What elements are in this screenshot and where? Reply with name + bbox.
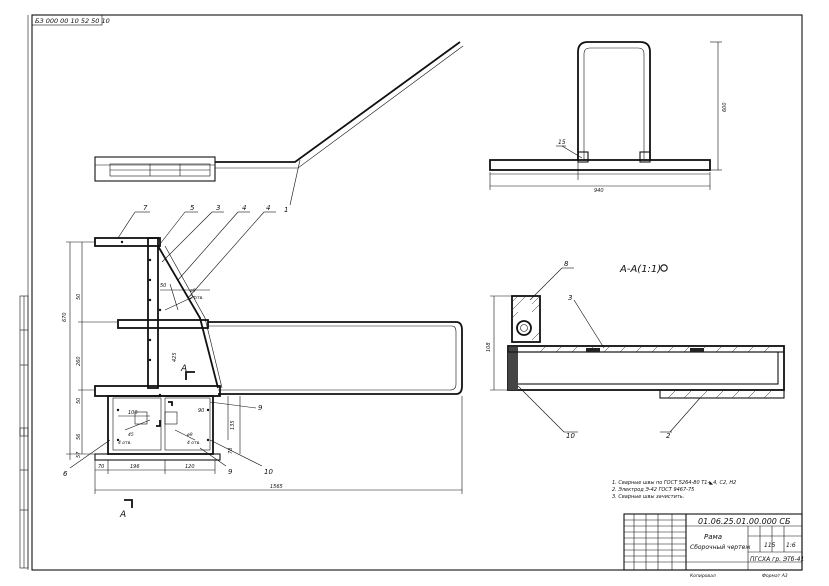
- dim-inner-dia9-a: ø9: [189, 288, 196, 294]
- side-view: 15 600 940: [489, 41, 728, 194]
- dim-inner-4-holes-a: 4 отв.: [118, 440, 132, 446]
- dim-left-4: 50: [76, 398, 82, 404]
- doc-number: БЗ 000 00 10 52 50 10: [35, 17, 110, 25]
- scale: 1:6: [786, 542, 796, 549]
- callout-4a: 4: [242, 204, 246, 212]
- note-1: 1. Сварные швы по ГОСТ 5264-80 Т1-◣4, С2…: [612, 480, 736, 486]
- dim-inner-135: 135: [230, 420, 236, 430]
- note-2: 2. Электрод Э-42 ГОСТ 9467-75: [612, 487, 694, 493]
- callout-8: 8: [564, 260, 569, 268]
- section-mark-top: A: [180, 364, 187, 374]
- dim-inner-dia9-b: ø9: [186, 432, 193, 438]
- dim-left-5: 56: [76, 434, 82, 440]
- callout-9a: 9: [258, 404, 263, 412]
- format-label: Формат А3: [762, 573, 788, 579]
- title-block: 01.06.25.01.00.000 СБ Рама Сборочный чер…: [623, 513, 804, 579]
- dim-inner-100: 100: [128, 410, 138, 416]
- dim-inner-425: 425: [172, 352, 178, 362]
- dim-left-3: 260: [76, 356, 82, 366]
- dim-inner-50: 50: [160, 283, 166, 289]
- callout-3: 3: [216, 204, 220, 212]
- dim-bottom-4: 1565: [270, 484, 283, 490]
- main-view-labels: 7 5 3 4 4 50 670 260 50 56 57 70 196 120…: [62, 204, 283, 520]
- dim-inner-90: 90: [198, 408, 204, 414]
- dim-left-2: 670: [62, 312, 68, 322]
- callout-4b: 4: [266, 204, 270, 212]
- designation: 01.06.25.01.00.000 СБ: [698, 517, 791, 526]
- dim-bottom-1: 70: [98, 464, 104, 470]
- dim-inner-45: 45: [128, 432, 134, 438]
- dim-600: 600: [722, 102, 728, 112]
- dim-inner-2-holes: 2 отв.: [190, 295, 204, 301]
- part-name: Рама: [704, 533, 722, 541]
- callout-15: 15: [558, 139, 566, 146]
- callout-10: 10: [264, 468, 273, 476]
- side-stamp: [19, 295, 29, 569]
- drawing-type: Сборочный чертеж: [690, 544, 751, 551]
- dim-108: 108: [486, 342, 492, 352]
- callout-1: 1: [284, 206, 288, 214]
- section-title: А-А(1:1): [619, 264, 661, 275]
- section-view: А-А(1:1): [486, 260, 785, 440]
- technical-notes: 1. Сварные швы по ГОСТ 5264-80 Т1-◣4, С2…: [612, 480, 736, 500]
- callout-6: 6: [63, 470, 68, 478]
- handle-view: 1: [94, 41, 464, 214]
- callout-3-section: 3: [568, 294, 572, 302]
- organization: ПГСХА гр. ЭТб-41: [750, 556, 804, 563]
- dim-left-1: 50: [76, 294, 82, 300]
- note-3: 3. Сварные швы зачистить.: [612, 494, 684, 500]
- callout-5: 5: [190, 204, 195, 212]
- callout-9b: 9: [228, 468, 233, 476]
- copied-label: Копировал: [690, 573, 716, 579]
- dim-bottom-2: 196: [130, 464, 140, 470]
- section-mark-bottom: A: [119, 510, 126, 520]
- dim-inner-78: 78: [228, 448, 234, 454]
- callout-2: 2: [666, 432, 671, 440]
- drawing-frame: [31, 14, 803, 571]
- dim-bottom-3: 120: [185, 464, 195, 470]
- dim-inner-4-holes-b: 4 отв.: [187, 440, 201, 446]
- doc-number-box: БЗ 000 00 10 52 50 10: [31, 14, 110, 26]
- dim-940: 940: [594, 188, 604, 194]
- callout-7: 7: [143, 204, 148, 212]
- dim-left-6: 57: [76, 451, 82, 458]
- callout-10-section: 10: [566, 432, 575, 440]
- mass: 115: [764, 542, 776, 549]
- main-view: [66, 211, 463, 508]
